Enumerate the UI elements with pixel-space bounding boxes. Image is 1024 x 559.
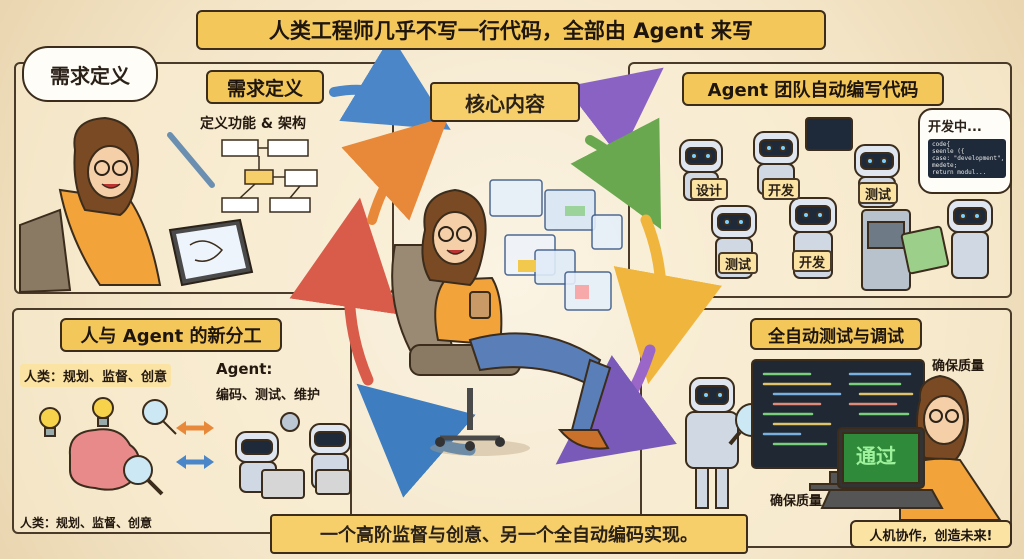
robot-tag-develop-2: 开发 (792, 250, 832, 272)
human-role-bottom: 人类：规划、监督、创意 (20, 516, 153, 530)
cycle-arrows (289, 35, 722, 498)
quality-label-top: 确保质量 (932, 359, 985, 374)
slogan: 人机协作，创造未来! (850, 520, 1012, 548)
arrow-cycle-top-left (341, 116, 449, 225)
robot-machine (861, 209, 950, 291)
robot-laptop-2 (309, 423, 351, 495)
woman-laptop (820, 374, 1002, 521)
arrow-cycle-right (613, 214, 722, 385)
requirements-illustration (19, 116, 318, 294)
robot-tag-test-2: 测试 (718, 252, 758, 274)
robot-tag-design: 设计 (690, 178, 728, 200)
arrow-cycle-top-right (570, 117, 662, 230)
flowchart (221, 139, 318, 213)
robot-6 (947, 199, 993, 279)
thought-bubble: 需求定义 (22, 46, 158, 102)
robot-tag-test: 测试 (858, 182, 898, 204)
agent-role-title: Agent: (216, 360, 273, 378)
monitor-code-lines (762, 372, 914, 446)
human-role: 人类：规划、监督、创意 (20, 364, 172, 387)
footer-ribbon: 一个高阶监督与创意、另一个全自动编码实现。 (270, 514, 748, 554)
code-line: seenle ({ (932, 148, 965, 155)
arrow-requirements-to-center (329, 35, 451, 130)
speech-bubble-code: code{ seenle ({ case: "development", med… (928, 139, 1006, 178)
floating-windows (489, 179, 623, 311)
pass-label: 通过 (856, 444, 896, 468)
testing-illustration (685, 359, 1002, 521)
arrow-cycle-left (289, 197, 399, 386)
arrow-cycle-bottom-right (555, 344, 677, 465)
arrow-cycle-bottom (356, 383, 476, 498)
code-line: code{ (932, 141, 951, 148)
robot-laptop-1 (235, 431, 305, 499)
dev-speech-bubble: 开发中... code{ seenle ({ case: "developmen… (918, 108, 1012, 194)
code-screen (805, 117, 853, 151)
center-label: 核心内容 (430, 82, 580, 122)
robot-tag-develop: 开发 (762, 178, 800, 200)
division-heading: 人与 Agent 的新分工 (60, 318, 282, 352)
requirements-subheading: 定义功能 & 架构 (200, 116, 306, 132)
page-title: 人类工程师几乎不写一行代码，全部由 Agent 来写 (196, 10, 826, 50)
quality-label-bottom: 确保质量 (770, 494, 823, 509)
code-line: medete; (932, 162, 958, 169)
arrow-to-agent-team (564, 67, 664, 159)
agent-team-heading: Agent 团队自动编写代码 (682, 72, 944, 106)
testing-heading: 全自动测试与调试 (750, 318, 922, 350)
code-line: case: "development", (932, 155, 1005, 162)
speech-bubble-title: 开发中... (928, 120, 982, 135)
agent-role-tasks: 编码、测试、维护 (216, 388, 321, 403)
center-illustration (391, 179, 623, 456)
division-illustration (39, 397, 351, 499)
requirements-heading: 需求定义 (206, 70, 324, 104)
code-line: return modul... (932, 169, 987, 176)
